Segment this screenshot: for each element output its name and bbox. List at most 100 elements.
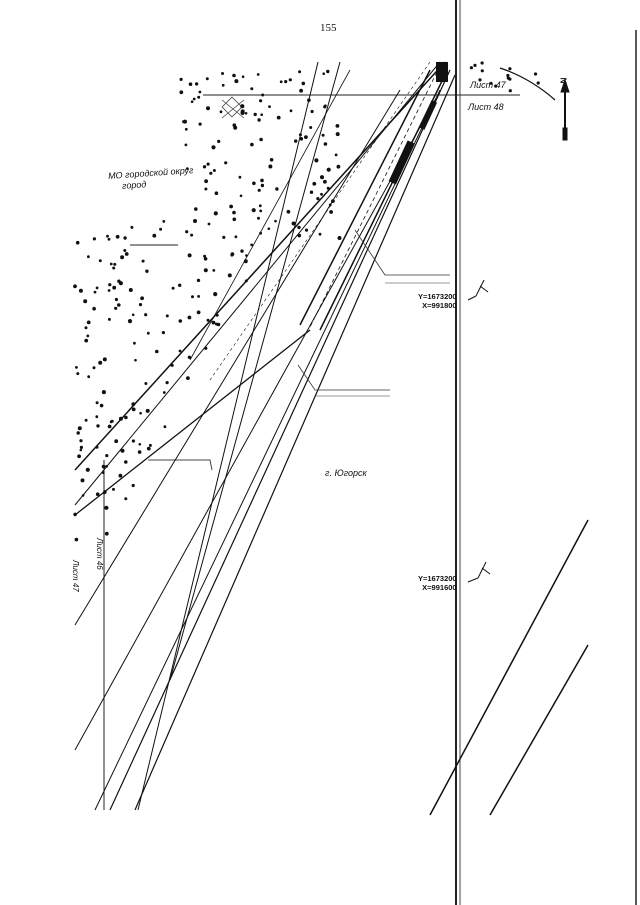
vegetation-dot [144, 382, 148, 385]
vegetation-dot [105, 465, 108, 468]
vegetation-dot [114, 439, 119, 444]
vegetation-dot [232, 210, 236, 215]
vegetation-dot [193, 219, 197, 223]
vegetation-dot [73, 512, 77, 517]
vegetation-dot [260, 178, 264, 183]
vegetation-dot [184, 127, 188, 131]
vegetation-dot [85, 467, 90, 472]
vegetation-dot [319, 175, 325, 180]
vegetation-dot [152, 233, 157, 238]
vegetation-dot [211, 320, 216, 325]
vegetation-dot [259, 209, 263, 213]
vegetation-dot [232, 217, 237, 222]
vegetation-dot [84, 418, 88, 422]
vegetation-dot [120, 448, 125, 453]
vegetation-dot [80, 478, 85, 483]
vegetation-dot [336, 164, 341, 169]
vegetation-dot [298, 70, 302, 74]
vegetation-dots [73, 61, 540, 542]
coordinate-y-2: Y=1673200 [418, 574, 457, 583]
vegetation-dot [322, 72, 326, 75]
vegetation-dot [508, 89, 512, 93]
vegetation-dot [335, 124, 340, 128]
vegetation-dot [260, 183, 265, 188]
vegetation-dot [244, 112, 248, 115]
north-arrow-icon [560, 78, 570, 141]
vegetation-dot [337, 236, 342, 240]
vegetation-dot [244, 279, 248, 283]
vegetation-dot [258, 204, 262, 208]
vegetation-dot [95, 415, 99, 419]
vegetation-dot [259, 137, 263, 142]
vegetation-dot [192, 97, 196, 101]
vegetation-dot [198, 90, 202, 94]
vegetation-dot [316, 197, 320, 201]
vegetation-dot [178, 319, 183, 323]
vegetation-dot [480, 69, 484, 73]
vegetation-dot [307, 98, 311, 102]
vegetation-dot [107, 317, 111, 321]
vegetation-dot [334, 153, 338, 157]
vegetation-dot [117, 279, 121, 283]
cadastral-marks [221, 96, 245, 119]
vegetation-dot [187, 315, 192, 320]
vegetation-dot [209, 171, 213, 175]
vegetation-dot [92, 237, 96, 241]
vegetation-dot [213, 292, 218, 297]
coordinate-x-2: X=991600 [422, 583, 457, 592]
vegetation-dot [115, 234, 120, 239]
vegetation-dot [221, 83, 225, 87]
vegetation-dot [114, 306, 118, 310]
vegetation-dot [299, 137, 304, 141]
vegetation-dot [148, 443, 152, 447]
vegetation-dot [257, 118, 261, 122]
sheet-label-48: Лист 48 [468, 102, 504, 112]
vegetation-dot [131, 313, 135, 317]
vegetation-dot [229, 204, 234, 209]
vegetation-dot [79, 439, 83, 443]
vegetation-dot [93, 290, 97, 294]
vegetation-dot [101, 390, 106, 395]
vegetation-dot [469, 66, 473, 70]
vegetation-dot [127, 319, 133, 324]
vegetation-dot [286, 209, 291, 214]
vegetation-dot [95, 492, 100, 497]
vegetation-dot [183, 119, 187, 124]
vegetation-dot [140, 296, 145, 301]
vegetation-dot [211, 145, 216, 150]
vegetation-dot [335, 132, 340, 137]
vegetation-dot [137, 450, 142, 454]
vegetation-dot [232, 73, 236, 78]
vegetation-dot [86, 320, 91, 325]
vegetation-dot [185, 230, 189, 234]
vegetation-dot [304, 228, 309, 232]
coordinate-x-1: X=991800 [422, 301, 457, 310]
vegetation-dot [123, 249, 127, 252]
vegetation-dot [112, 285, 117, 290]
vegetation-dot [240, 104, 245, 109]
vegetation-dot [268, 164, 273, 169]
vegetation-dot [309, 190, 314, 194]
vegetation-dot [222, 235, 226, 239]
vegetation-dot [240, 249, 244, 253]
vegetation-dot [165, 314, 169, 318]
vegetation-dot [204, 179, 209, 184]
vegetation-dot [96, 424, 100, 428]
vegetation-dot [92, 306, 96, 311]
corridor-lines [74, 61, 456, 811]
vegetation-dot [294, 139, 298, 143]
vegetation-dot [257, 216, 260, 220]
vegetation-dot [216, 322, 221, 327]
vegetation-dot [259, 99, 263, 103]
vegetation-dot [87, 375, 91, 379]
vegetation-dot [146, 446, 151, 451]
vegetation-dot [102, 471, 105, 475]
vegetation-dot [171, 286, 175, 290]
vegetation-dot [197, 95, 201, 99]
vegetation-dot [214, 191, 219, 195]
vegetation-dot [165, 381, 169, 385]
sheet-label-47: Лист 47 [470, 80, 506, 90]
vegetation-dot [170, 363, 174, 367]
vegetation-dot [114, 297, 118, 302]
vegetation-dot [162, 391, 166, 394]
